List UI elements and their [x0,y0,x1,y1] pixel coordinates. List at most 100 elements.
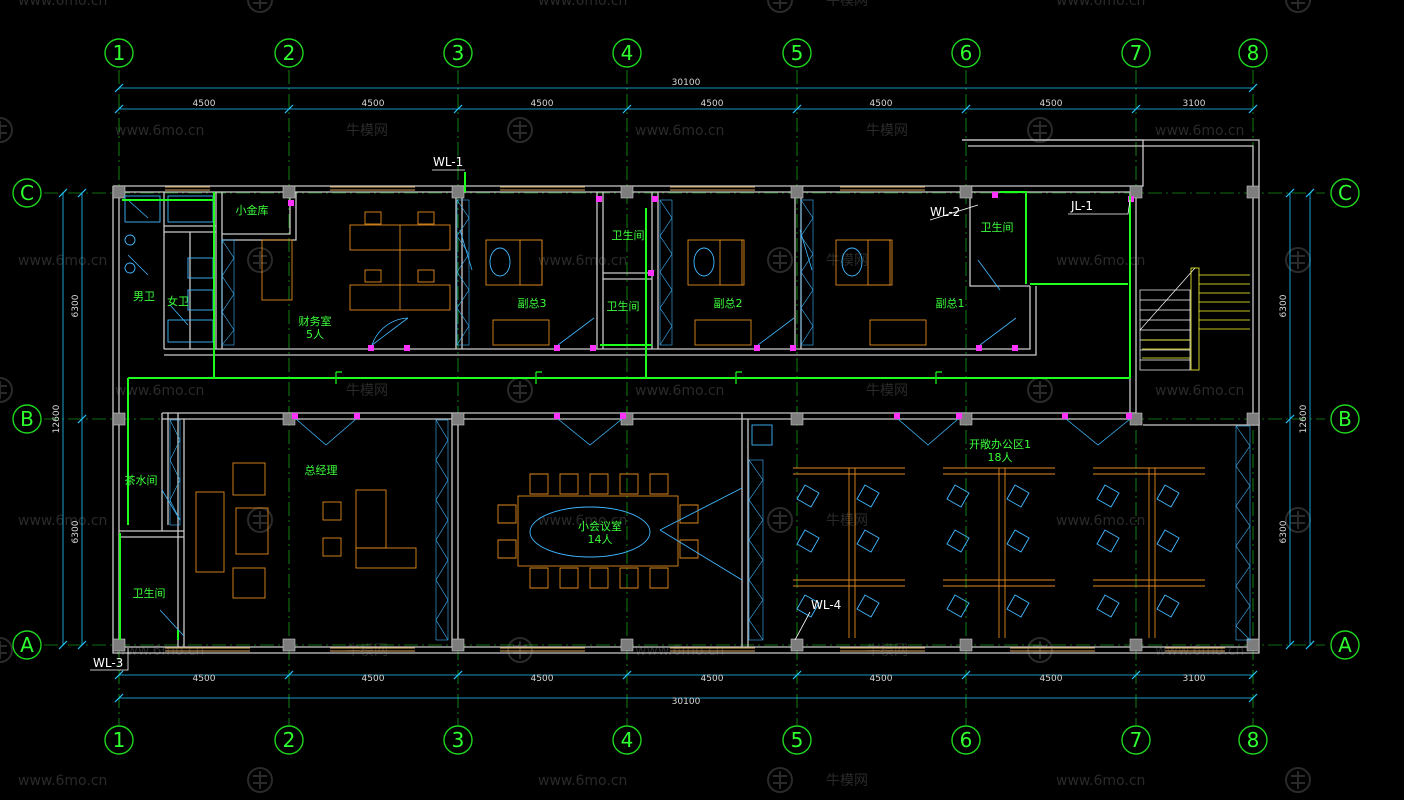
watermark-text: 牛模网 [826,513,868,529]
grid-label-right-b: B [1338,407,1352,431]
dim-bottom-2: 4500 [362,674,385,684]
dim-bottom-7: 3100 [1183,674,1206,684]
watermark-text: www.6mo.cn [538,513,627,529]
grid-bubble-bottom-1 [104,725,134,755]
watermark-logo-icon [1027,377,1053,403]
watermark-logo-icon [1285,507,1311,533]
grid-label-bottom-1: 1 [113,728,126,752]
grid-bubble-bottom-3 [443,725,473,755]
label-wc-mid-lower: 卫生间 [607,299,640,313]
watermark-logo-icon [767,247,793,273]
dim-right-2: 6300 [1279,520,1289,543]
watermark-text: www.6mo.cn [115,383,204,399]
stair-flight [1142,267,1250,371]
grid-bubble-bottom-5 [782,725,812,755]
watermark-text: 牛模网 [346,383,388,399]
watermark-logo-icon [247,247,273,273]
tag-leaders [90,169,1131,671]
watermark-logo-icon [1285,767,1311,793]
label-open-office: 开敞办公区1 [969,437,1031,451]
watermark-logo-icon [1027,117,1053,143]
label-open-office-capacity: 18人 [988,451,1013,464]
grid-bubble-bottom-4 [612,725,642,755]
watermark-text: www.6mo.cn [18,773,107,789]
watermark-text: www.6mo.cn [1056,0,1145,9]
grid-label-top-4: 4 [621,41,634,65]
dim-top-5: 4500 [870,99,893,109]
door-jambs [288,192,1134,419]
grid-label-bottom-5: 5 [791,728,804,752]
grid-bubble-bottom-6 [951,725,981,755]
grid-label-top-1: 1 [113,41,126,65]
label-meeting-capacity: 14人 [588,533,613,546]
grid-bubble-right-c [1330,178,1360,208]
grid-bubble-top-1 [104,38,134,68]
dimension-lines [58,83,1315,703]
dim-left-2: 6300 [71,520,81,543]
grid-bubble-top-6 [951,38,981,68]
watermark-text: www.6mo.cn [538,253,627,269]
watermark-text: 牛模网 [346,123,388,139]
room-labels: 小金库 男卫 女卫 财务室 5人 副总3 卫生间 卫生间 副总2 副总1 卫生间… [125,203,1032,600]
label-finance: 财务室 [299,314,332,328]
dim-bottom-3: 4500 [531,674,554,684]
staircase [1139,267,1196,371]
dim-right-total: 12600 [1299,404,1309,433]
watermark-logo-icon [1027,637,1053,663]
grid-bubble-top-2 [274,38,304,68]
watermark-text: www.6mo.cn [635,383,724,399]
grid-bubble-right-b [1330,404,1360,434]
label-womens-wc: 女卫 [167,294,189,308]
fixtures [124,195,1180,618]
watermark-text: www.6mo.cn [1056,253,1145,269]
grid-bubble-left-c [12,178,42,208]
watermark-text: www.6mo.cn [1155,383,1244,399]
grid-bubble-top-3 [443,38,473,68]
watermark-logo-icon [507,637,533,663]
dim-top-2: 4500 [362,99,385,109]
tag-wl1: WL-1 [433,155,463,169]
grid-label-bottom-8: 8 [1247,728,1260,752]
label-vp3: 副总3 [518,296,547,310]
grid-bubble-top-8 [1238,38,1268,68]
watermark-text: 牛模网 [866,383,908,399]
label-mens-wc: 男卫 [133,290,155,303]
dim-top-1: 4500 [193,99,216,109]
watermark-logo-icon [247,767,273,793]
structural-columns [112,185,1260,652]
watermark-text: 牛模网 [866,123,908,139]
grid-bubble-bottom-8 [1238,725,1268,755]
label-wc-right: 卫生间 [981,220,1014,234]
grid-bubble-top-5 [782,38,812,68]
watermark-logo-icon [0,637,13,663]
watermark-text: www.6mo.cn [115,123,204,139]
tag-wl4: WL-4 [811,598,841,612]
label-finance-capacity: 5人 [306,328,324,341]
grid-bubble-top-4 [612,38,642,68]
watermark-logo-icon [507,117,533,143]
grid-label-bottom-2: 2 [283,728,296,752]
watermark-text: www.6mo.cn [1056,513,1145,529]
grid-label-left-c: C [20,181,34,205]
watermark-text: www.6mo.cn [1056,773,1145,789]
label-vp2: 副总2 [714,296,743,310]
pipe-tags: WL-1 WL-2 WL-3 WL-4 JL-1 [93,155,1093,670]
watermark-logo-icon [0,117,13,143]
dimension-texts: 4500 4500 4500 4500 4500 4500 3100 30100… [52,78,1309,707]
grid-label-bottom-7: 7 [1130,728,1143,752]
watermark-logo-icon [507,377,533,403]
grid-label-left-a: A [20,633,34,657]
tag-wl3: WL-3 [93,656,123,670]
dim-bottom-1: 4500 [193,674,216,684]
label-wc-mid-upper: 卫生间 [612,228,645,242]
dim-top-6: 4500 [1040,99,1063,109]
grid-bubble-labels: 1 2 3 4 5 6 7 8 1 2 3 4 5 6 7 8 C B A C … [20,41,1352,752]
grid-label-top-2: 2 [283,41,296,65]
dim-bottom-total: 30100 [672,697,701,707]
grid-label-bottom-6: 6 [960,728,973,752]
windows [165,186,1225,652]
dim-bottom-5: 4500 [870,674,893,684]
watermark-text: 牛模网 [826,253,868,269]
watermark-text: www.6mo.cn [1155,123,1244,139]
dim-bottom-4: 4500 [701,674,724,684]
